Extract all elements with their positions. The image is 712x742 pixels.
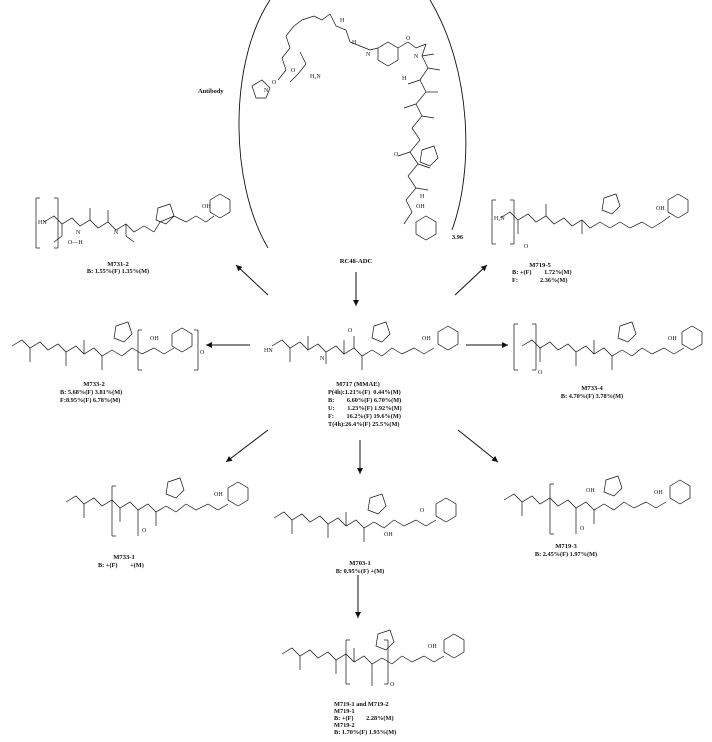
antibody-label: Antibody [198, 88, 224, 95]
arrow-to-m731-2 [235, 264, 269, 296]
m719-1-2-line-5: B: 1.70%(F) 1.93%(M) [334, 729, 397, 736]
adc-n-3: N [414, 54, 419, 60]
m719-5-oh: OH [656, 206, 665, 212]
m733-1-structure: O OH [56, 466, 256, 546]
arrow-to-m719-5 [454, 264, 488, 296]
m719-1-2-o: O [390, 682, 395, 688]
m733-2-oh: OH [150, 336, 159, 342]
adc-o-1: O [272, 80, 277, 86]
m719-5-line-1: B: +(F) 1.72%(M) [512, 269, 572, 276]
m719-1-2-line-1: M719-1 and M719-2 [334, 701, 389, 708]
m717-oh: OH [422, 336, 431, 342]
m733-2-o: O [200, 350, 205, 356]
m731-2-oh: OH [202, 204, 211, 210]
m733-4-oh: OH [668, 336, 677, 342]
m719-5-structure: H₂N O OH [484, 178, 699, 258]
adc-o-4: O [394, 152, 399, 158]
m731-2-line-1: B: 1.55%(F) 1.35%(M) [86, 268, 150, 275]
arrow-to-m719-3 [457, 429, 499, 463]
m703-1-oh: OH [384, 532, 393, 538]
m733-4-o: O [538, 370, 543, 376]
m719-1-2-line-4: M719-2 [334, 722, 355, 729]
m717-line-5: T(4h):26.4%(F) 25.5%(M) [328, 421, 400, 428]
adc-left-arc [238, 0, 271, 248]
m719-5-line-2: F: 2.36%(M) [512, 277, 568, 284]
m733-1-o: O [142, 528, 147, 534]
m733-1-line-1: B: +(F) +(M) [98, 562, 144, 569]
m733-1-oh: OH [214, 492, 223, 498]
m733-4-structure: O OH [508, 300, 708, 380]
m717-line-2: B: 6.60%(F) 6.70%(M) [328, 397, 402, 404]
adc-nh-1: H [340, 18, 345, 24]
m717-line-1: P(4h):1.21%(F) 0.44%(M) [328, 389, 401, 396]
m731-2-n2: N [114, 230, 119, 236]
m703-1-line-1: B: 0.95%(F) +(M) [335, 568, 385, 575]
m703-1-name: M703-1 [349, 560, 371, 567]
adc-nh-2: H [352, 40, 357, 46]
dar-value: 3.96 [452, 234, 464, 241]
m719-1-2-oh: OH [428, 644, 437, 650]
m719-3-line-1: B: 2.45%(F) 1.97%(M) [534, 551, 598, 558]
m719-5-h2n: H₂N [494, 216, 505, 222]
m719-1-2-structure: O OH [272, 618, 472, 698]
m703-1-o: O [420, 508, 425, 514]
m731-2-hn: HN [38, 220, 47, 226]
adc-o-3: O [406, 36, 411, 42]
arrow-to-m733-1 [225, 429, 269, 463]
m717-hn: HN [264, 348, 273, 354]
m719-3-oh-1: OH [586, 488, 595, 494]
m733-4-name: M733-4 [581, 385, 603, 392]
m719-5-name: M719-5 [529, 262, 551, 269]
m719-5-o: O [524, 244, 529, 250]
adc-h-1: H [402, 76, 407, 82]
m731-2-n1: N [76, 230, 81, 236]
m717-line-3: U: 1.23%(F) 1.92%(M) [328, 405, 402, 412]
adc-h2n-1: H₂N [310, 74, 321, 80]
m717-structure: HN N O OH [262, 300, 462, 380]
m719-3-o: O [580, 526, 585, 532]
m717-o: O [348, 328, 353, 334]
m733-2-line-1: B: 5.68%(F) 3.81%(M) [60, 389, 123, 396]
m719-1-2-line-3: B: +(F) 2.28%(M) [334, 715, 394, 722]
adc-structure: H H N N O O H₂N O N H O H OH [190, 0, 490, 248]
adc-n-2: N [264, 88, 269, 94]
m717-line-4: F: 16.2%(F) 19.6%(M) [328, 413, 401, 420]
m731-2-name: M731-2 [107, 261, 129, 268]
m731-2-structure: HN O—H N N OH [28, 178, 238, 256]
m717-name: M717 (MMAE) [336, 381, 380, 388]
m719-3-structure: O OH OH [494, 462, 704, 542]
m717-n: N [320, 356, 325, 362]
m719-3-name: M719-3 [555, 543, 577, 550]
m733-2-line-2: F:8.95%(F) 6.78%(M) [60, 397, 121, 404]
adc-o-2: O [291, 68, 296, 74]
m731-2-o2h: O—H [68, 240, 83, 246]
adc-right-arc [429, 0, 467, 231]
m733-1-name: M733-1 [113, 554, 135, 561]
m719-3-oh-2: OH [654, 490, 663, 496]
adc-n-1: N [366, 52, 371, 58]
m703-1-structure: OH O [264, 482, 464, 562]
adc-h-2: H [420, 194, 425, 200]
adc-oh-1: OH [416, 204, 425, 210]
m719-1-2-line-2: M719-1 [334, 708, 355, 715]
m733-4-line-1: B: 4.70%(F) 3.78%(M) [560, 393, 624, 400]
adc-name: RC48-ADC [339, 258, 373, 265]
m733-2-structure: O OH [4, 300, 210, 380]
m733-2-name: M733-2 [83, 381, 105, 388]
